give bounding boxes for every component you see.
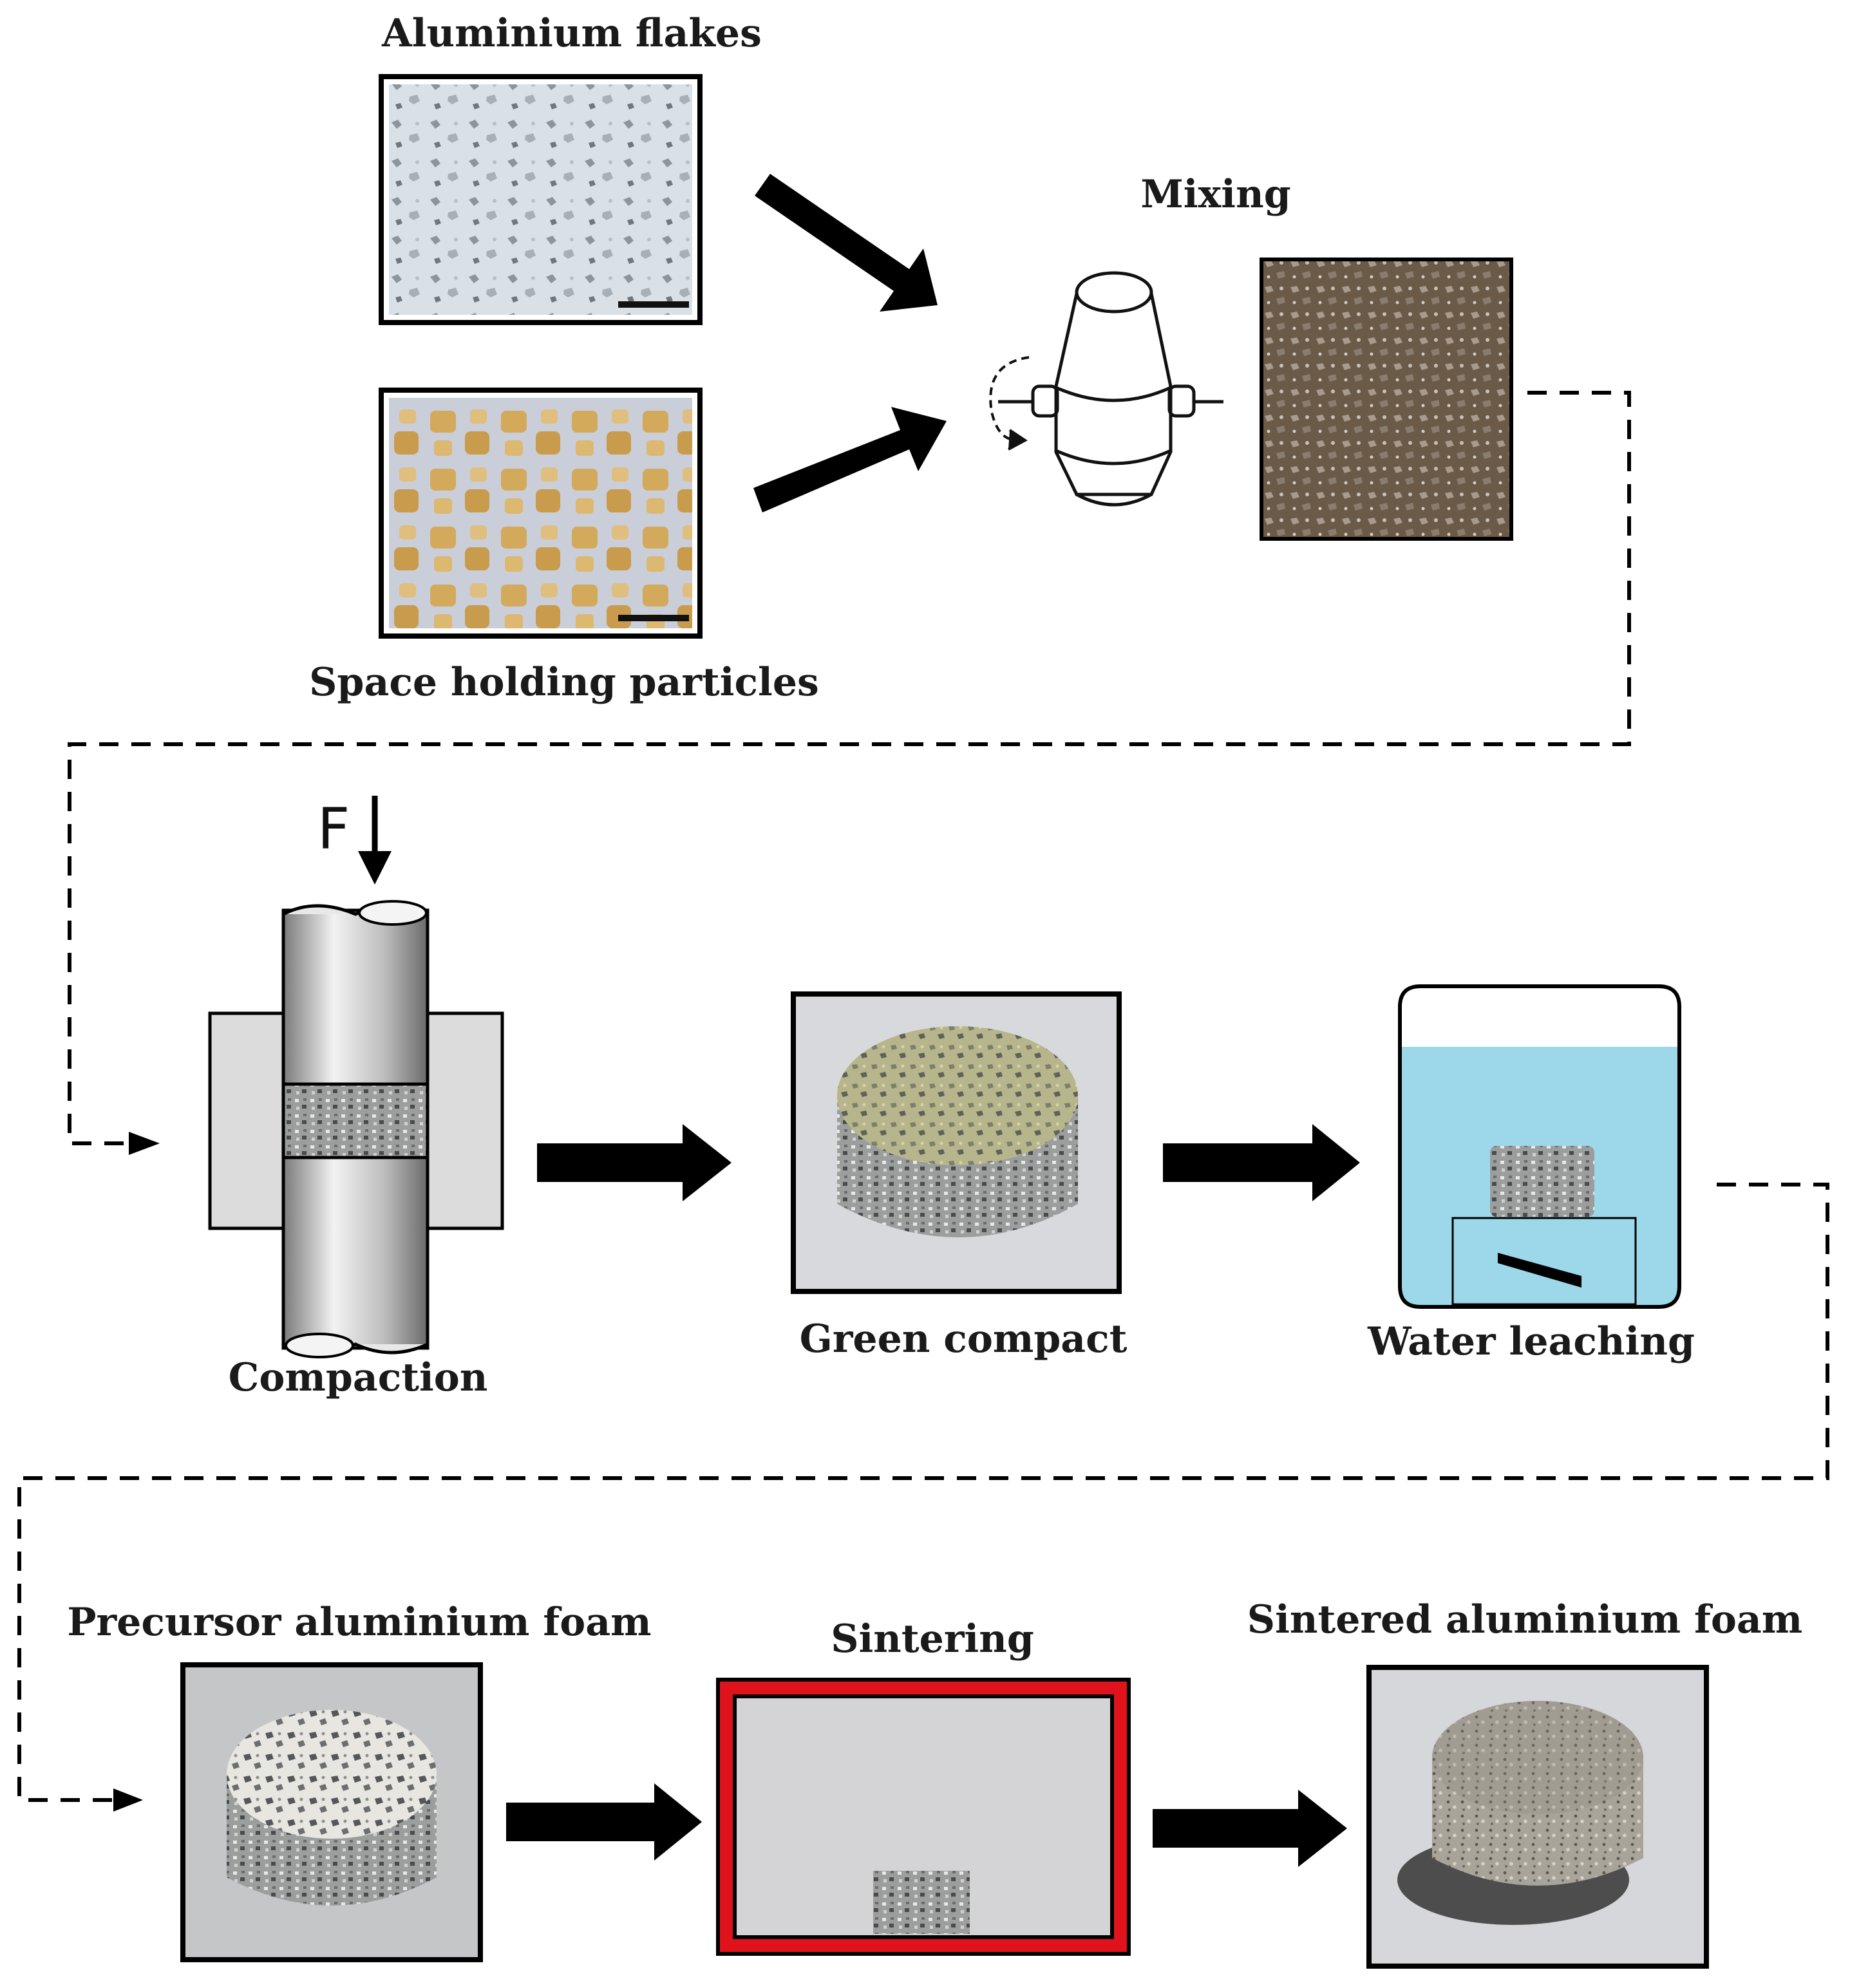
arrow-particles-to-mixing [753,407,947,512]
leaching-beaker-icon [1398,984,1681,1309]
label-precursor-foam: Precursor aluminium foam [67,1600,651,1645]
arrowhead-to-precursor [113,1788,143,1812]
arrow-green-to-leaching [1163,1124,1360,1201]
sintered-foam-panel [1366,1665,1709,1969]
space-holding-particles-panel [379,388,703,639]
precursor-foam-panel [180,1662,483,1962]
green-compact-panel [791,991,1122,1294]
label-green-compact: Green compact [800,1317,1128,1362]
label-force: F [317,796,350,862]
label-sintered-foam: Sintered aluminium foam [1247,1597,1802,1642]
connector-mixing-to-compaction [68,391,1631,1145]
rotation-arrow-icon [989,356,1030,451]
arrow-sintering-to-sintered [1153,1790,1347,1867]
force-arrow-icon [358,796,392,885]
label-sintering: Sintering [831,1617,1034,1662]
mixture-panel [1260,258,1513,541]
connector-leaching-to-precursor [17,1183,1829,1802]
arrow-flakes-to-mixing [755,174,938,312]
compaction-press-icon [208,900,504,1358]
sintering-furnace-icon [716,1678,1131,1956]
label-mixing: Mixing [1140,172,1290,217]
arrow-precursor-to-sintering [506,1783,702,1861]
aluminium-flakes-panel [379,74,703,325]
label-water-leaching: Water leaching [1367,1319,1695,1364]
arrowhead-to-compaction [129,1132,160,1155]
mixer-drum-icon [998,271,1223,507]
label-compaction: Compaction [229,1355,488,1400]
label-space-holding-particles: Space holding particles [309,660,819,705]
arrow-compaction-to-green [537,1124,732,1201]
label-aluminium-flakes: Aluminium flakes [381,11,762,56]
